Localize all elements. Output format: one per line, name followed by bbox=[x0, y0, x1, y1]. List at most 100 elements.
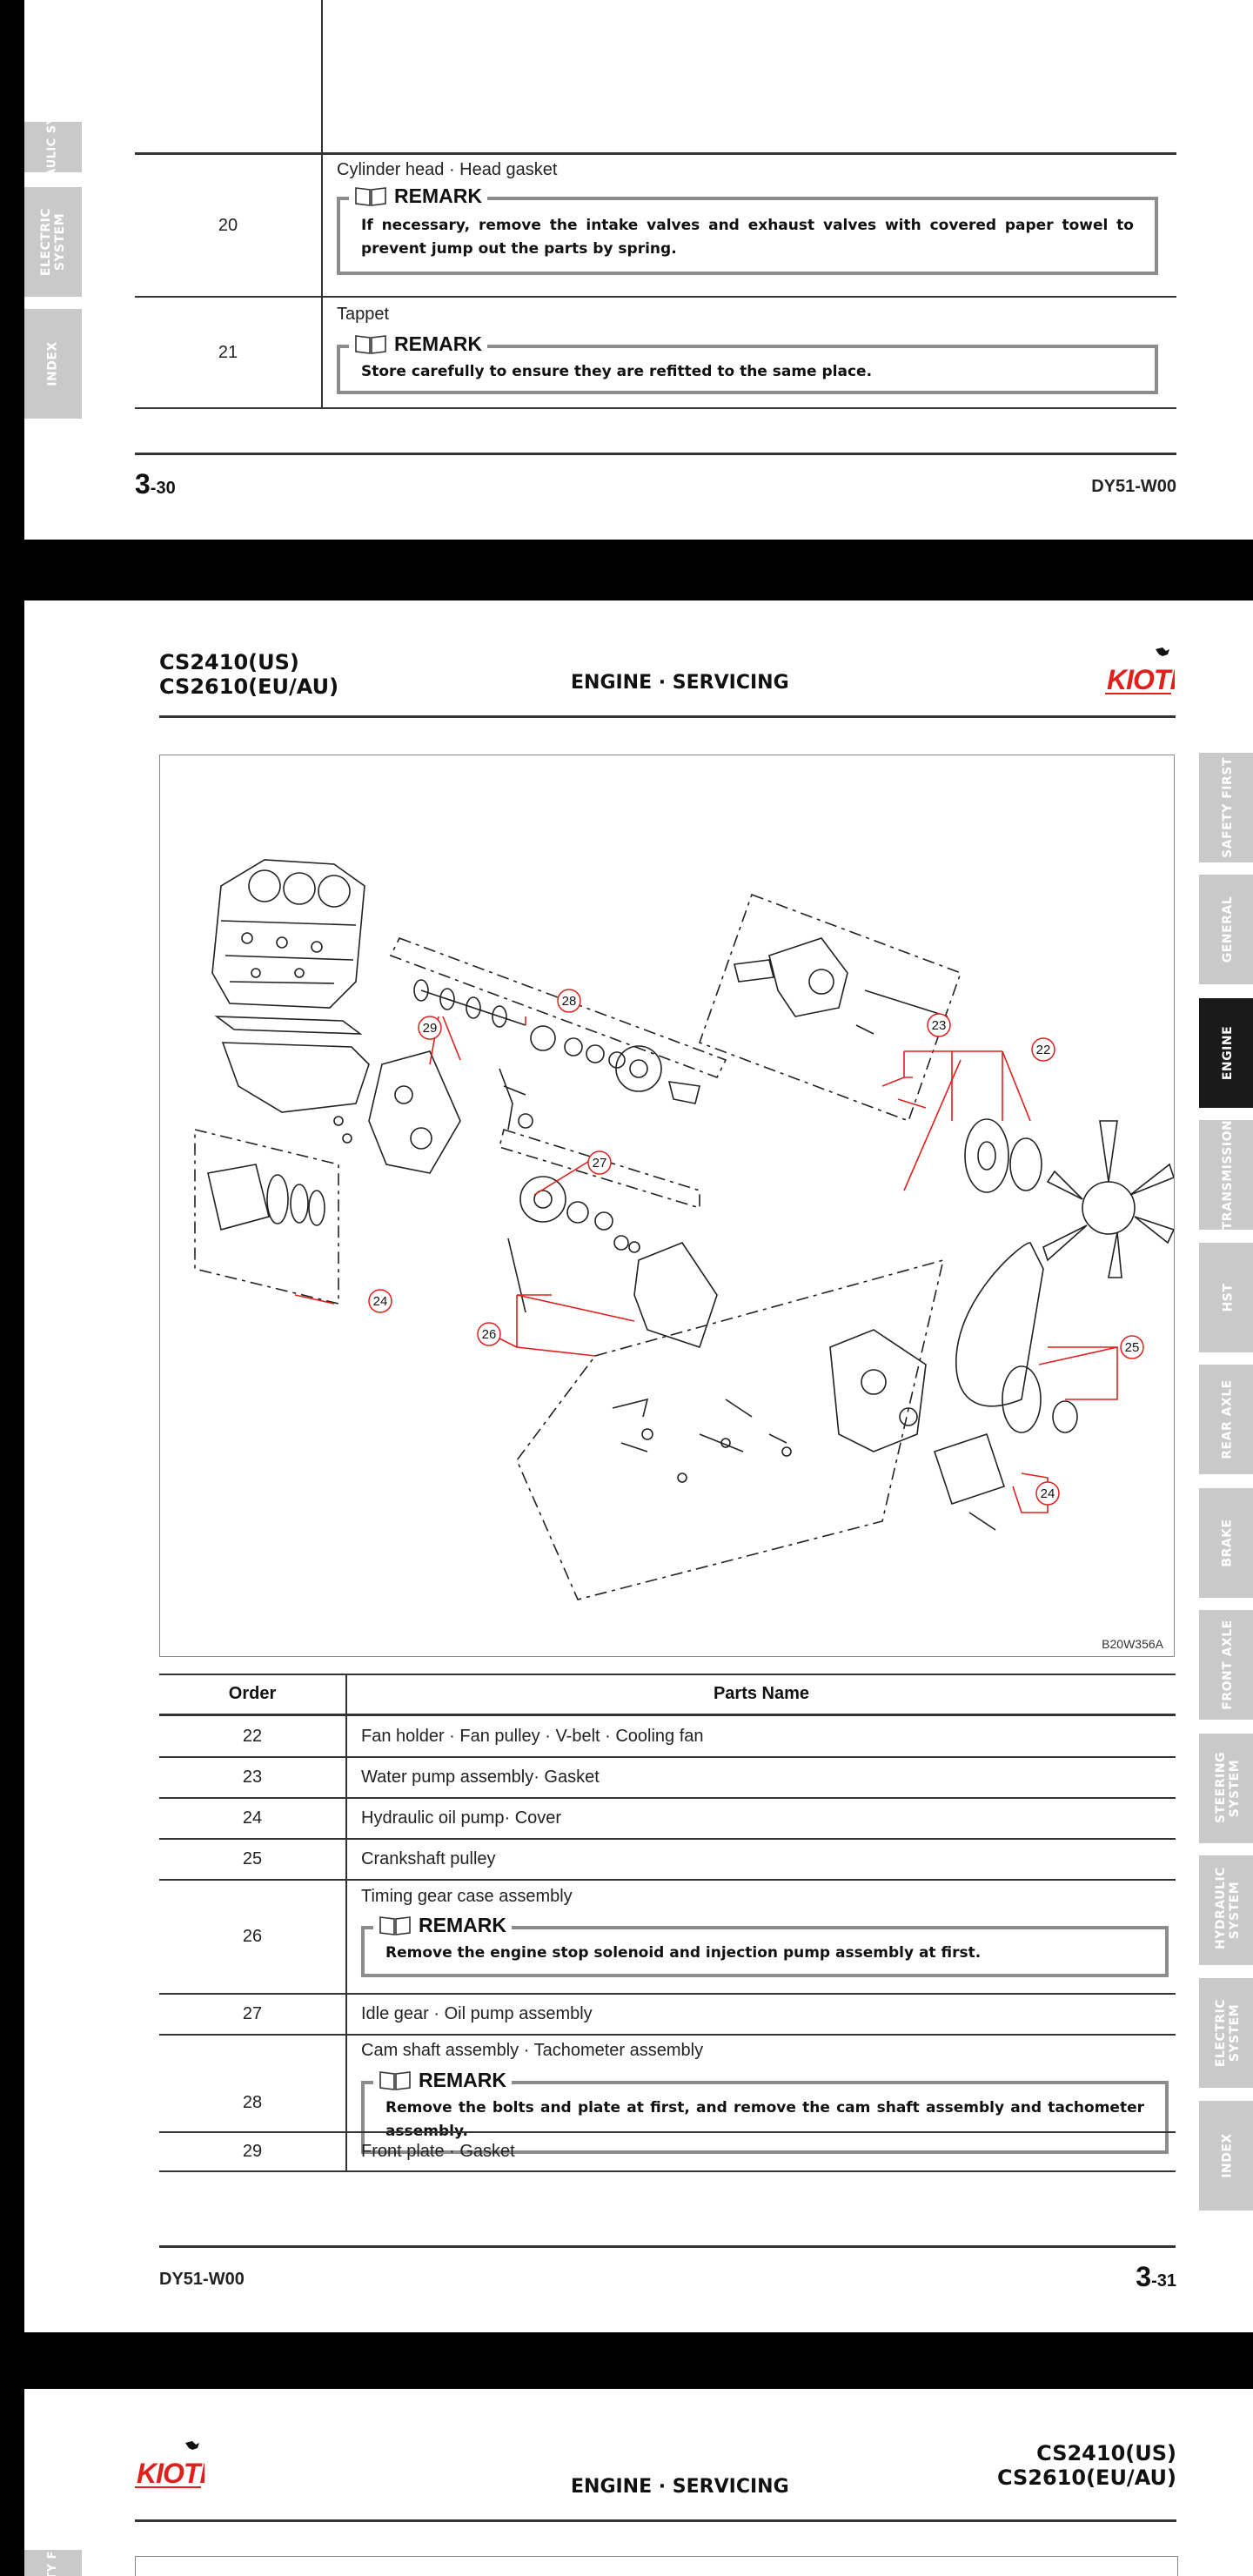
side-tab-label: INDEX bbox=[46, 341, 60, 386]
parts-name: Cylinder head · Head gasket bbox=[337, 160, 558, 179]
exploded-view-figure: 22 23 24 24 25 26 27 28 29 B20W356A bbox=[159, 755, 1176, 1657]
page-number-major: 3 bbox=[135, 468, 151, 500]
remark-title: REMARK bbox=[349, 184, 487, 208]
order-cell: 22 bbox=[242, 1726, 263, 1746]
side-tab-hst[interactable]: HST bbox=[1199, 1243, 1253, 1352]
row-divider bbox=[159, 2131, 1176, 2133]
book-icon bbox=[355, 186, 386, 206]
side-tab-label: SAFETY FIRST bbox=[1221, 757, 1236, 858]
footer-rule bbox=[159, 2245, 1176, 2248]
side-tab-label: FRONT AXLE bbox=[1221, 1620, 1235, 1710]
parts-name: Cam shaft assembly · Tachometer assembly bbox=[361, 2041, 704, 2060]
order-cell: 23 bbox=[242, 1767, 263, 1787]
side-tab-electric[interactable]: ELECTRIC SYSTEM bbox=[24, 187, 82, 297]
row-divider bbox=[159, 1879, 1176, 1881]
side-tab-label: STEERING SYSTEM bbox=[1214, 1752, 1242, 1823]
parts-name: Fan holder · Fan pulley · V-belt · Cooli… bbox=[361, 1726, 704, 1746]
callout-27: 27 bbox=[593, 1156, 607, 1171]
remark-title: REMARK bbox=[373, 1914, 512, 1937]
table-top-rule bbox=[159, 1674, 1176, 1675]
side-tab-label: ELECTRIC SYSTEM bbox=[1214, 1998, 1243, 2068]
side-tab-label: TRANSMISSION bbox=[1221, 1119, 1236, 1231]
page-number: 3-30 bbox=[135, 468, 176, 500]
callout-23: 23 bbox=[932, 1018, 947, 1033]
side-tab-label: ENGINE bbox=[1220, 1025, 1235, 1081]
remark-box: REMARK Remove the bolts and plate at fir… bbox=[361, 2069, 1169, 2154]
side-tab-label: HYDRAULIC SYSTEM bbox=[1214, 1867, 1242, 1949]
side-tab-electric-system[interactable]: ELECTRIC SYSTEM bbox=[1199, 1978, 1253, 2088]
remark-text: Remove the bolts and plate at first, and… bbox=[385, 2099, 1144, 2140]
side-tab-hydraulic-system[interactable]: HYDRAULIC SYSTEM bbox=[1199, 1855, 1253, 1965]
column-header-parts-name: Parts Name bbox=[713, 1683, 810, 1703]
model-line: CS2410(US) bbox=[1036, 2441, 1176, 2465]
side-tab-label: SAFETY FIRST bbox=[46, 2520, 60, 2576]
kioti-logo: KIOTI bbox=[1105, 646, 1179, 702]
remark-text: If necessary, remove the intake valves a… bbox=[361, 217, 1134, 258]
kioti-logo-icon: KIOTI bbox=[1105, 647, 1179, 695]
remark-title: REMARK bbox=[373, 2069, 512, 2092]
row-divider bbox=[159, 2170, 1176, 2172]
page-number: 3-31 bbox=[1136, 2261, 1176, 2293]
model-line: CS2410(US) bbox=[159, 650, 299, 674]
remark-text: Store carefully to ensure they are refit… bbox=[361, 363, 873, 380]
order-cell: 26 bbox=[242, 1926, 263, 1946]
parts-name: Tappet bbox=[337, 305, 390, 324]
page-number-minor: -30 bbox=[150, 479, 176, 498]
remark-label: REMARK bbox=[394, 332, 482, 355]
page-31: CS2410(US) CS2610(EU/AU) ENGINE · SERVIC… bbox=[24, 600, 1253, 2332]
order-cell: 27 bbox=[242, 2003, 263, 2023]
page-30: HYDRAULIC SYSTEM ELECTRIC SYSTEM INDEX 2… bbox=[24, 0, 1253, 540]
callout-24b: 24 bbox=[1041, 1486, 1055, 1501]
remark-label: REMARK bbox=[419, 2069, 506, 2091]
side-tab-label: INDEX bbox=[1221, 2133, 1235, 2178]
side-tab-engine[interactable]: ENGINE bbox=[1199, 998, 1253, 1108]
header-rule bbox=[159, 1714, 1176, 1716]
side-tab-label: GENERAL bbox=[1221, 896, 1235, 963]
column-header-order: Order bbox=[228, 1683, 277, 1703]
side-tab-front-axle[interactable]: FRONT AXLE bbox=[1199, 1610, 1253, 1720]
order-cell: 24 bbox=[242, 1808, 263, 1828]
model-line: CS2610(EU/AU) bbox=[159, 674, 339, 699]
parts-name: Crankshaft pulley bbox=[361, 1848, 496, 1868]
parts-table: Order Parts Name 22 Fan holder · Fan pul… bbox=[159, 1674, 1176, 2154]
remark-box: REMARK If necessary, remove the intake v… bbox=[337, 184, 1158, 275]
section-title: ENGINE · SERVICING bbox=[571, 2476, 789, 2498]
side-tab-hydraulic[interactable]: HYDRAULIC SYSTEM bbox=[24, 79, 82, 215]
page-number-minor: -31 bbox=[1151, 2271, 1176, 2291]
side-tab-safety-first[interactable]: SAFETY FIRST bbox=[1199, 753, 1253, 862]
page-number-major: 3 bbox=[1136, 2261, 1152, 2292]
figure-frame-top bbox=[135, 2556, 1178, 2576]
book-icon bbox=[379, 1915, 411, 1935]
kioti-logo-icon: KIOTI bbox=[135, 2441, 209, 2489]
side-tab-transmission[interactable]: TRANSMISSION bbox=[1199, 1120, 1253, 1230]
book-icon bbox=[355, 334, 386, 354]
side-tab-general[interactable]: GENERAL bbox=[1199, 875, 1253, 984]
remark-text: Remove the engine stop solenoid and inje… bbox=[385, 1944, 982, 1962]
side-tab-steering-system[interactable]: STEERING SYSTEM bbox=[1199, 1734, 1253, 1843]
side-tab-rear-axle[interactable]: REAR AXLE bbox=[1199, 1365, 1253, 1474]
remark-box: REMARK Store carefully to ensure they ar… bbox=[337, 332, 1158, 394]
remark-box: REMARK Remove the engine stop solenoid a… bbox=[361, 1914, 1169, 1977]
remark-label: REMARK bbox=[419, 1914, 506, 1936]
parts-name: Water pump assembly· Gasket bbox=[361, 1767, 600, 1787]
order-cell: 28 bbox=[242, 2092, 263, 2112]
row-divider bbox=[159, 1756, 1176, 1758]
model-title: CS2410(US) CS2610(EU/AU) bbox=[997, 2441, 1176, 2490]
side-tab-brake[interactable]: BRAKE bbox=[1199, 1488, 1253, 1598]
side-tab-index[interactable]: INDEX bbox=[1199, 2101, 1253, 2210]
parts-table-continued-body: 20 Cylinder head · Head gasket REMARK If… bbox=[135, 0, 1176, 409]
callout-26: 26 bbox=[482, 1327, 497, 1342]
row-divider bbox=[159, 1993, 1176, 1995]
side-tab-label: BRAKE bbox=[1220, 1519, 1235, 1567]
figure-callouts: 22 23 24 24 25 26 27 28 29 bbox=[368, 989, 1144, 1506]
model-title: CS2410(US) CS2610(EU/AU) bbox=[159, 650, 338, 699]
header-rule bbox=[135, 2519, 1176, 2522]
column-divider bbox=[321, 0, 323, 409]
side-tab-safety-first[interactable]: SAFETY FIRST bbox=[24, 2520, 82, 2576]
doc-id: DY51-W00 bbox=[1091, 477, 1176, 496]
section-title: ENGINE · SERVICING bbox=[571, 672, 789, 694]
svg-text:KIOTI: KIOTI bbox=[137, 2458, 204, 2489]
parts-name: Front plate · Gasket bbox=[361, 2141, 515, 2161]
side-tab-index[interactable]: INDEX bbox=[24, 309, 82, 419]
order-cell: 25 bbox=[242, 1848, 263, 1868]
